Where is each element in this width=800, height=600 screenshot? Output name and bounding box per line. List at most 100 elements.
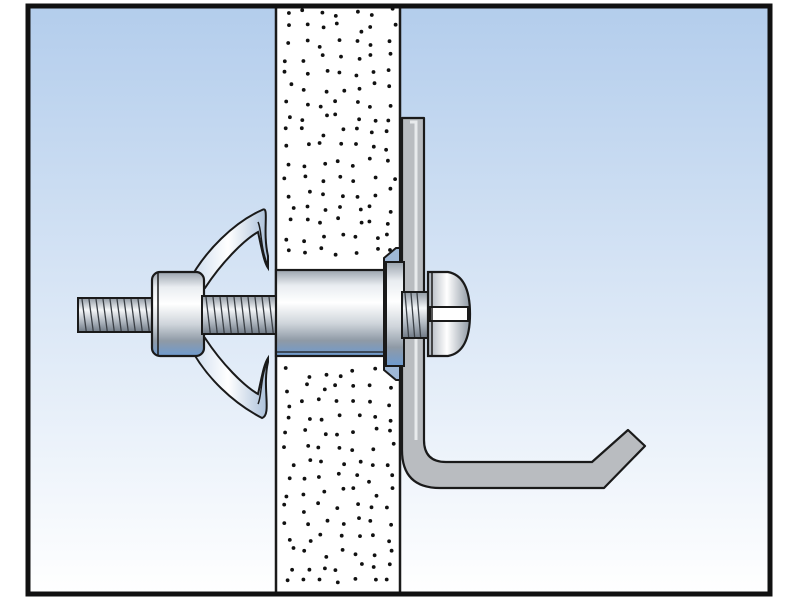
wall-speckle (337, 38, 342, 42)
wall-speckle (302, 164, 307, 169)
wall-speckle (291, 463, 296, 468)
wall-speckle (335, 506, 340, 510)
wall-speckle (303, 428, 308, 432)
wall-speckle (299, 126, 304, 131)
wall-speckle (390, 486, 395, 490)
wall-speckle (354, 142, 358, 146)
wall-speckle (367, 383, 372, 388)
wall-speckle (351, 486, 356, 490)
thread-line (95, 298, 101, 332)
wall-speckle (333, 14, 338, 18)
thread-line (81, 298, 87, 332)
wall-speckle (388, 104, 393, 108)
wall-speckle (323, 161, 328, 166)
wall-speckle (317, 597, 321, 600)
wall-speckle (356, 502, 360, 506)
wall-speckle (302, 476, 307, 481)
wall-speckle (360, 562, 364, 566)
wall-speckle (387, 84, 392, 89)
wall-speckle (384, 147, 388, 152)
wall-speckle (284, 237, 289, 242)
wall-speckle (341, 127, 346, 132)
wall-speckle (282, 176, 287, 181)
anchor-end-nut (150, 270, 206, 358)
wall-speckle (368, 399, 372, 404)
wall-speckle (303, 174, 308, 179)
wall-speckle (289, 82, 294, 87)
wall-speckle (305, 204, 310, 209)
thread-line (219, 296, 225, 334)
thread-line (88, 298, 94, 332)
wall-speckle (338, 205, 342, 209)
thread-line (410, 292, 416, 338)
wall-speckle (339, 533, 344, 538)
wall-speckle (358, 534, 362, 538)
wall-speckle (359, 220, 364, 225)
wall-speckle (282, 502, 287, 507)
wall-speckle (351, 384, 356, 388)
wall-speckle (357, 86, 362, 91)
wall-speckle (388, 210, 393, 214)
slotted-screw-icon (426, 270, 472, 358)
screw-shank (401, 291, 429, 339)
wall-speckle (388, 51, 393, 56)
wall-speckle (316, 501, 320, 506)
wall-speckle (290, 567, 294, 572)
wall-speckle (333, 99, 337, 104)
wall-speckle (283, 596, 287, 600)
wall-speckle (359, 29, 364, 34)
wall-speckle (393, 22, 398, 27)
anchor-flange (383, 247, 405, 381)
wall-speckle (308, 417, 312, 421)
wall-speckle (358, 207, 363, 212)
wall-speckle (353, 234, 358, 239)
wall-speckle (350, 448, 355, 452)
wall-speckle (324, 555, 329, 559)
wall-speckle (351, 430, 355, 434)
wall-speckle (384, 129, 389, 134)
wall-speckle (367, 204, 372, 209)
wall-speckle (388, 428, 392, 433)
wall-speckle (300, 8, 305, 13)
wall-speckle (324, 89, 329, 94)
wall-speckle (390, 473, 395, 478)
wall-speckle (373, 415, 378, 419)
wall-speckle (370, 463, 375, 467)
wall-speckle (305, 217, 310, 222)
wall-speckle (317, 45, 322, 49)
wall-speckle (355, 473, 360, 477)
wall-speckle (306, 522, 310, 527)
wall-speckle (320, 10, 325, 15)
wall-speckle (300, 399, 304, 404)
wall-speckle (368, 53, 373, 57)
wall-speckle (322, 489, 327, 494)
wall-speckle (369, 13, 374, 17)
wall-speckle (374, 426, 379, 431)
wall-speckle (357, 516, 361, 520)
wall-speckle (371, 70, 376, 74)
wall-speckle (325, 69, 330, 73)
wall-speckle (385, 463, 390, 468)
wall-speckles (282, 6, 398, 600)
wall-speckle (302, 510, 306, 514)
wall-speckle (385, 505, 389, 510)
wall-speckle (284, 99, 289, 104)
wall-speckle (282, 521, 287, 525)
wall-speckle (324, 372, 329, 377)
wall-speckle (358, 459, 363, 464)
wall-speckle (389, 548, 394, 553)
wall-speckle (387, 562, 392, 567)
wall-speckle (282, 445, 286, 449)
wall-speckle (282, 59, 287, 64)
wall-speckle (387, 539, 391, 544)
wall-speckle (393, 177, 397, 182)
wall-speckle (301, 59, 306, 63)
wall-speckle (321, 179, 326, 184)
wall-speckle (323, 432, 328, 437)
wall-speckle (322, 387, 327, 392)
wall-speckle (337, 446, 342, 450)
wall-speckle (351, 179, 356, 184)
thread-line (123, 298, 129, 332)
wall-speckle (287, 538, 292, 542)
